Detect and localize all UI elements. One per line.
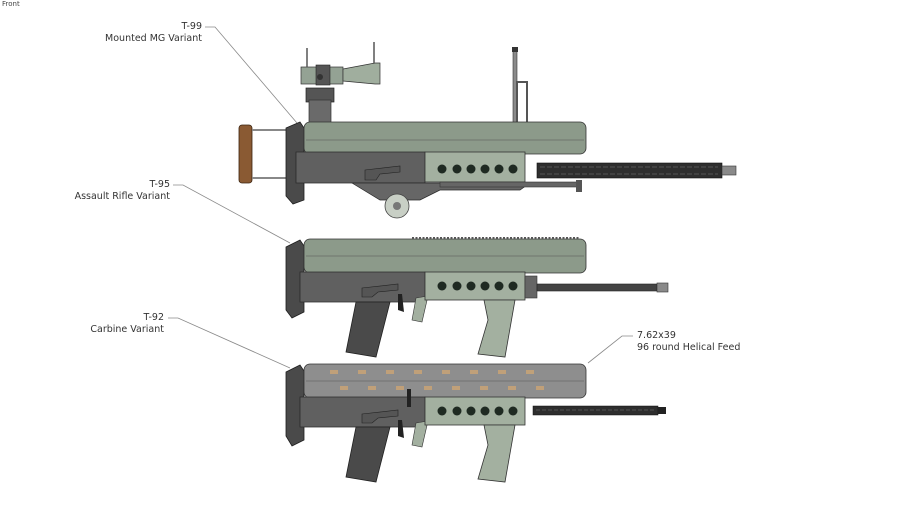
t95-leader-line: [173, 184, 291, 244]
t99-leader-line: [205, 26, 298, 124]
t92-description-label: Carbine Variant: [90, 324, 164, 335]
top-tube: [303, 121, 587, 155]
t99-weapon: [238, 42, 737, 219]
ammo-caliber-label: 7.62x39: [637, 330, 676, 341]
ammo-callout: 7.62x39 96 round Helical Feed: [637, 330, 740, 354]
ammo-leader-line: [587, 335, 633, 364]
barrel-shroud: [536, 162, 723, 179]
wood-buttpad: [238, 124, 253, 184]
view-name-label: Front: [2, 0, 20, 8]
t95-weapon: [285, 237, 669, 358]
t99-model-label: T-99: [181, 21, 202, 32]
t95-description-label: Assault Rifle Variant: [74, 191, 170, 202]
t92-callout: T-92 Carbine Variant: [90, 312, 164, 336]
t99-callout: T-99 Mounted MG Variant: [105, 21, 202, 45]
t92-leader-line: [168, 317, 291, 369]
scope-lens: [342, 62, 381, 85]
t95-model-label: T-95: [149, 179, 170, 190]
t92-weapon: [285, 363, 666, 483]
t92-model-label: T-92: [143, 312, 164, 323]
ammo-rounds: [330, 370, 544, 390]
t95-callout: T-95 Assault Rifle Variant: [75, 179, 170, 203]
leader-lines: [168, 26, 633, 369]
t99-description-label: Mounted MG Variant: [105, 33, 202, 44]
ammo-feed-label: 96 round Helical Feed: [637, 342, 741, 353]
